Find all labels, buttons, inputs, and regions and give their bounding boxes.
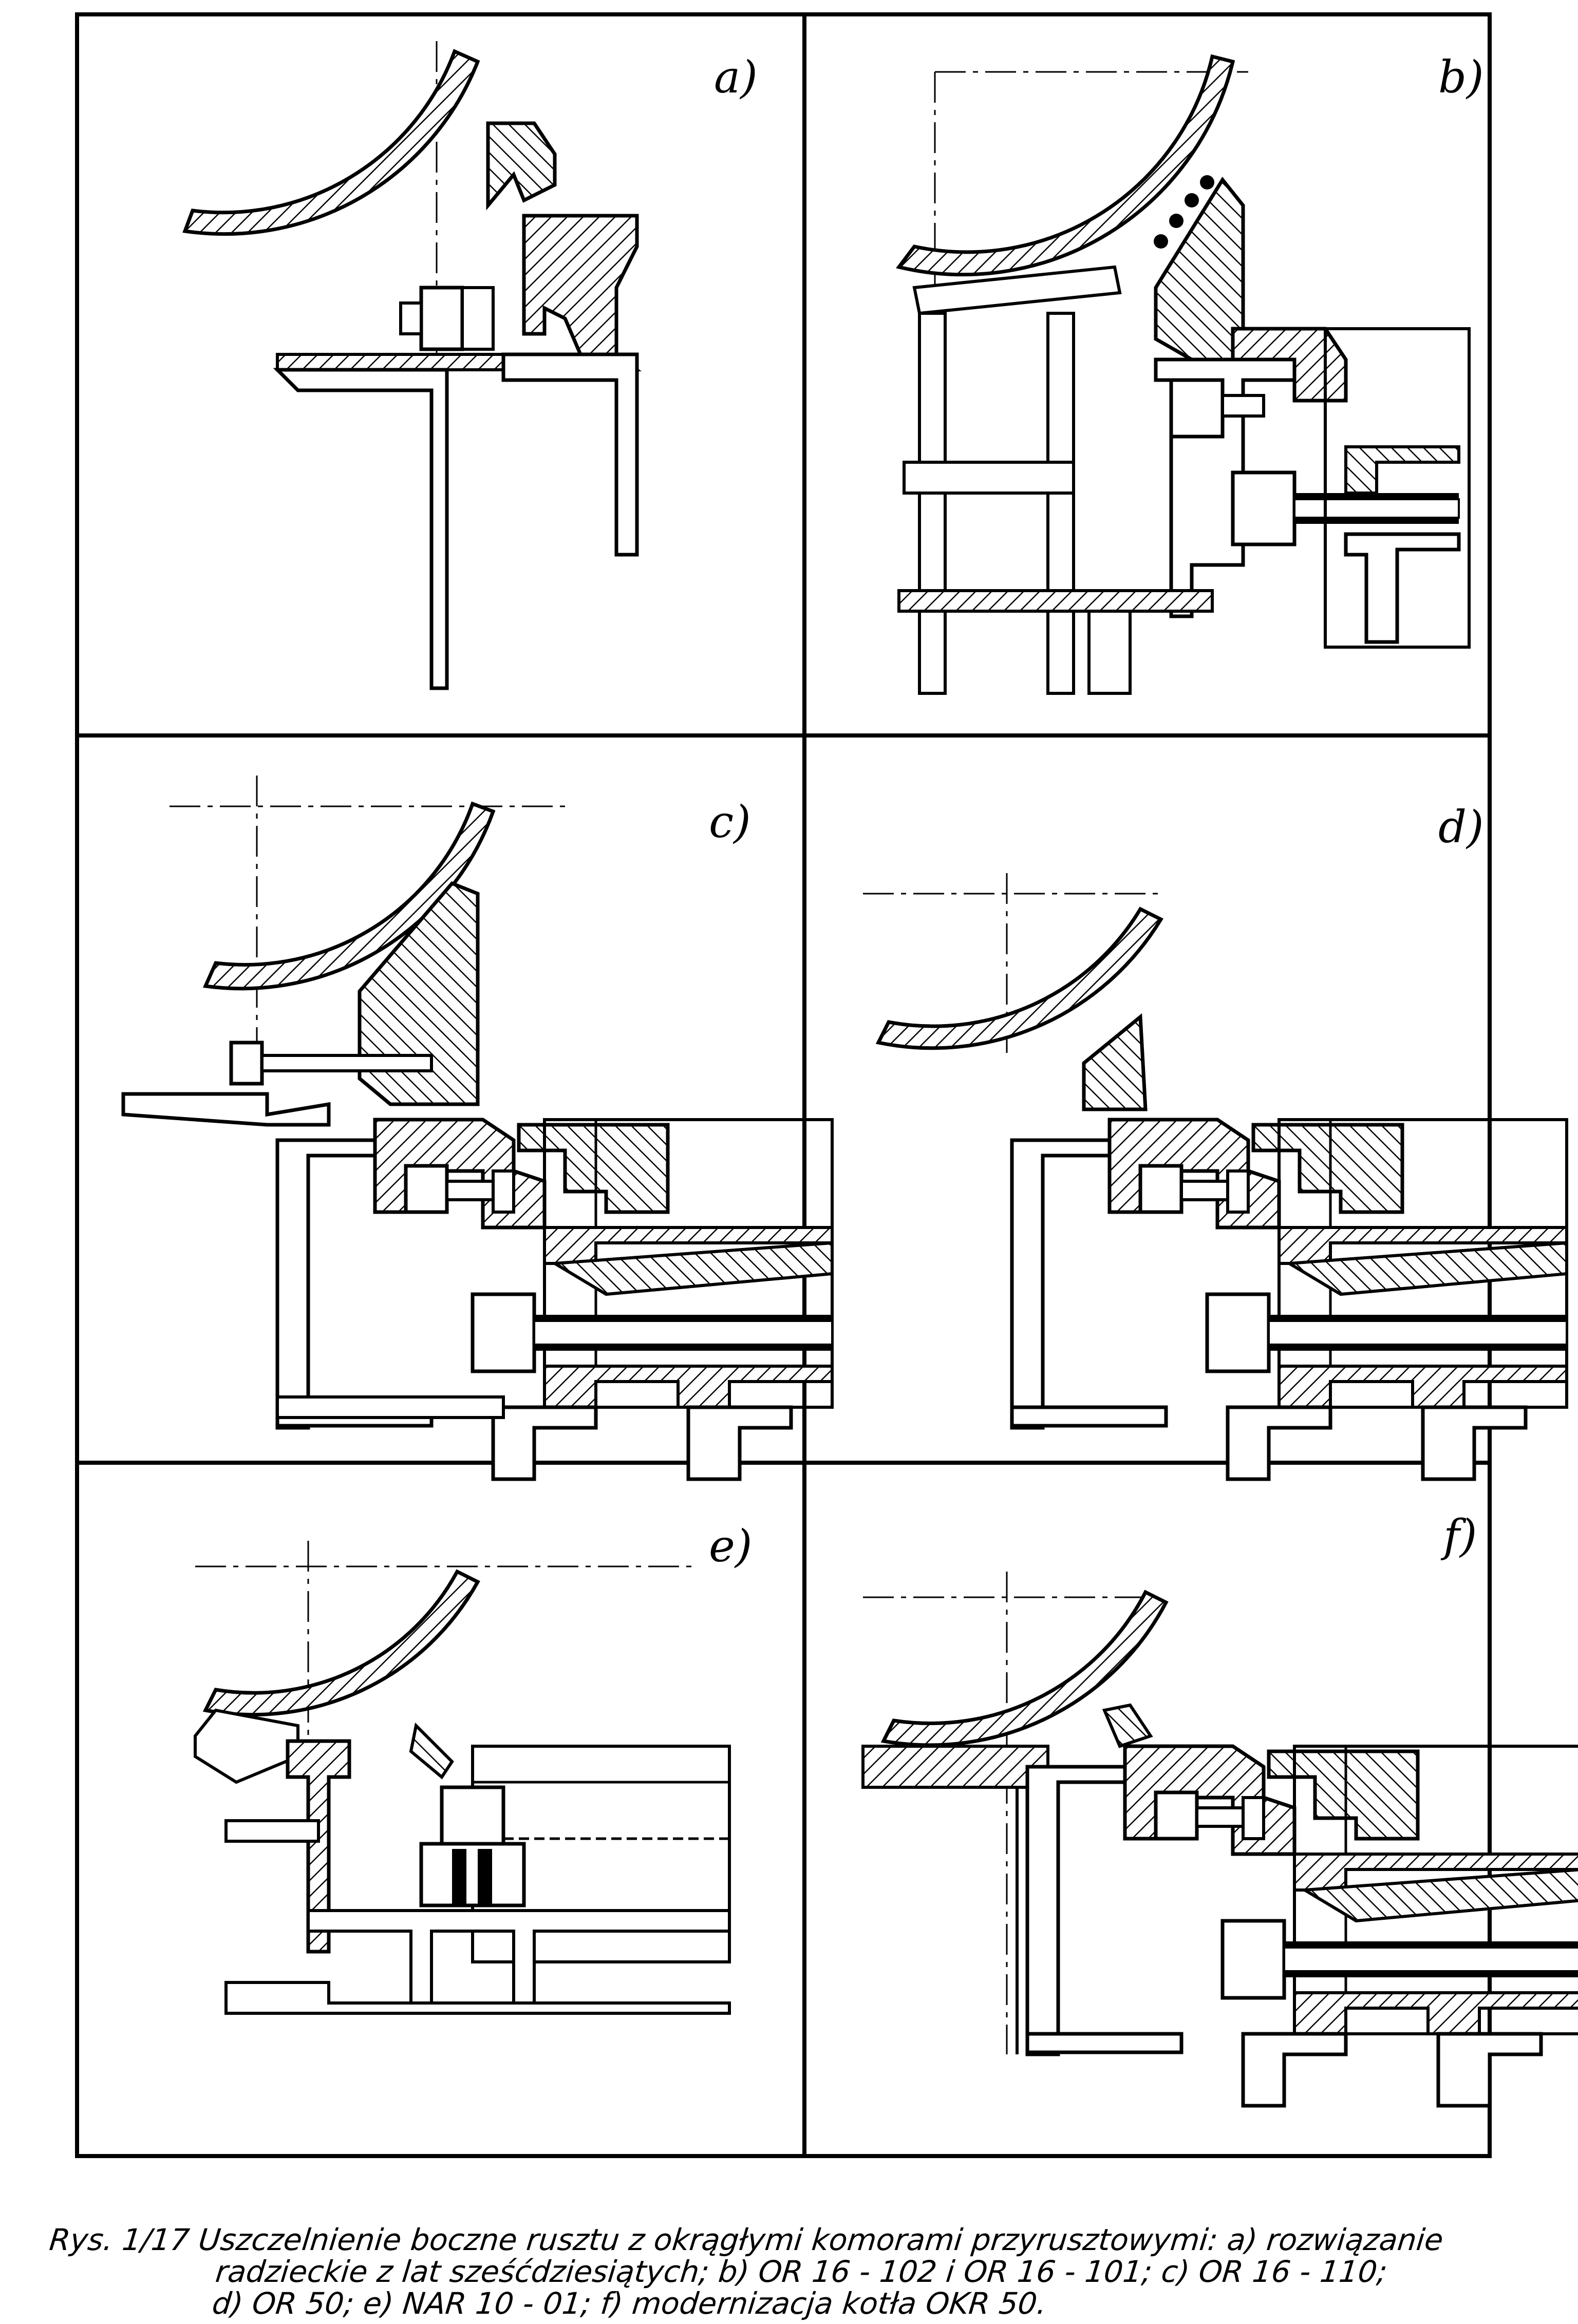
panel-label-b: b) (1438, 52, 1484, 103)
panel-label-a: a) (714, 52, 758, 103)
frame-outer (75, 12, 1492, 2158)
caption-line-2: radzieckie z lat sześćdziesiątych; b) OR… (214, 2254, 1389, 2289)
figure-caption: Rys. 1/17 Uszczelnienie boczne rusztu z … (41, 2222, 1551, 2321)
caption-line-3: d) OR 50; e) NAR 10 - 01; f) modernizacj… (210, 2286, 1048, 2321)
panel-c (121, 776, 832, 1479)
panel-d (863, 873, 1567, 1479)
panel-a (182, 41, 642, 690)
panel-label-f: f) (1440, 1510, 1477, 1562)
panel-f (861, 1572, 1578, 2106)
panel-label-c: c) (709, 797, 751, 848)
panel-e (194, 1541, 731, 2015)
panel-label-e: e) (709, 1521, 752, 1572)
panel-b (895, 54, 1471, 695)
panel-label-d: d) (1438, 802, 1484, 853)
caption-line-1: Rys. 1/17 Uszczelnienie boczne rusztu z … (47, 2222, 1445, 2257)
